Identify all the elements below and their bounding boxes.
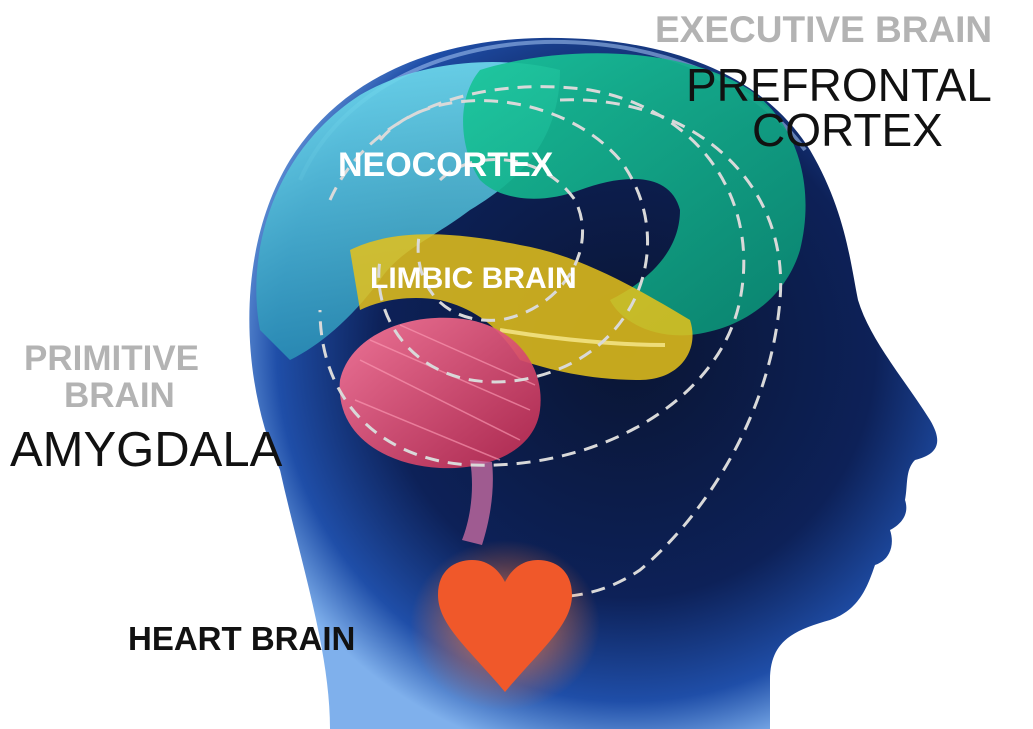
primitive-label-line2: BRAIN xyxy=(64,376,175,415)
heart-brain-label: HEART BRAIN xyxy=(128,620,355,657)
heart-icon xyxy=(410,540,600,710)
primitive-label-line1: PRIMITIVE xyxy=(24,339,199,378)
prefrontal-label-line2: CORTEX xyxy=(752,104,943,156)
limbic-brain-label: LIMBIC BRAIN xyxy=(370,262,577,295)
executive-brain-label: EXECUTIVE BRAIN xyxy=(655,9,992,50)
neocortex-label: NEOCORTEX xyxy=(338,146,554,184)
amygdala-label: AMYGDALA xyxy=(10,423,283,477)
